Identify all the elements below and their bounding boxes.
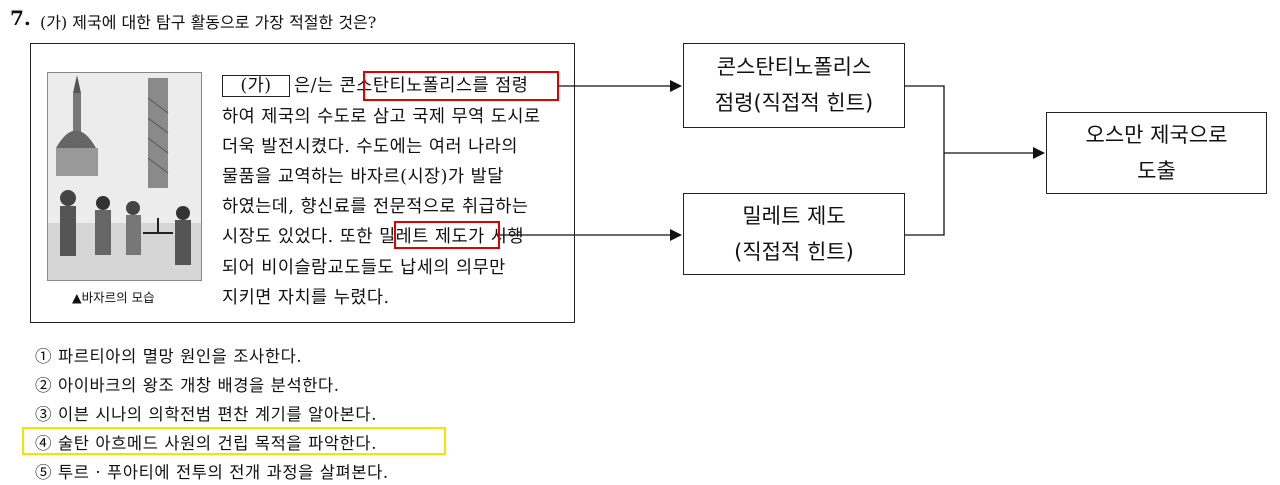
- hint-box-millet: 밀레트 제도 (직접적 힌트): [683, 193, 905, 275]
- choice-4[interactable]: ④ 술탄 아흐메드 사원의 건립 목적을 파악한다.: [35, 434, 378, 453]
- passage-highlight-millet: 밀레트 제도: [379, 227, 469, 247]
- passage-line-2: 하여 제국의 수도로 삼고 국제 무역 도시로: [222, 107, 541, 127]
- passage-text: 가 시행: [468, 227, 524, 247]
- passage-text: 시장도 있었다. 또한: [222, 227, 380, 247]
- passage-line-5: 하였는데, 향신료를 전문적으로 취급하는: [222, 197, 529, 217]
- hint-box-constantinople: 콘스탄티노폴리스 점령(직접적 힌트): [683, 43, 905, 128]
- blank-ga: (가): [222, 75, 290, 97]
- conclusion-text: 도출: [1137, 159, 1176, 183]
- choice-3[interactable]: ③ 이븐 시나의 의학전범 편찬 계기를 알아본다.: [35, 405, 378, 424]
- passage-line-1: (가)은/는 콘스탄티노폴리스를 점령: [222, 72, 528, 97]
- passage-line-6: 시장도 있었다. 또한 밀레트 제도가 시행: [222, 223, 524, 248]
- hint-text: (직접적 힌트): [734, 240, 854, 264]
- passage-highlight-constantinople: 콘스탄티노폴리스를 점령: [339, 76, 529, 96]
- passage-line-3: 더욱 발전시켰다. 수도에는 여러 나라의: [222, 137, 518, 157]
- question-text: (가) 제국에 대한 탐구 활동으로 가장 적절한 것은?: [40, 13, 377, 32]
- question-number: 7.: [10, 6, 31, 30]
- figure-caption: ▲바자르의 모습: [72, 290, 155, 305]
- passage-line-8: 지키면 자치를 누렸다.: [222, 288, 390, 308]
- hint-text: 콘스탄티노폴리스: [716, 55, 872, 79]
- choice-5[interactable]: ⑤ 투르 · 푸아티에 전투의 전개 과정을 살펴본다.: [35, 463, 389, 482]
- conclusion-text: 오스만 제국으로: [1085, 123, 1228, 147]
- choice-2[interactable]: ② 아이바크의 왕조 개창 배경을 분석한다.: [35, 376, 340, 395]
- red-highlight-millet: [394, 221, 500, 249]
- conclusion-box: 오스만 제국으로 도출: [1046, 112, 1267, 194]
- passage-line-7: 되어 비이슬람교도들도 납세의 의무만: [222, 258, 506, 278]
- passage-text: 은/는: [294, 76, 340, 96]
- hint-text: 점령(직접적 힌트): [714, 91, 874, 115]
- choice-1[interactable]: ① 파르티아의 멸망 원인을 조사한다.: [35, 347, 303, 366]
- passage-box: [30, 43, 575, 323]
- red-highlight-constantinople: [363, 71, 559, 101]
- bracket-connector: [904, 85, 945, 236]
- yellow-highlight-answer: [22, 427, 446, 455]
- bazaar-illustration: [47, 72, 202, 281]
- passage-line-4: 물품을 교역하는 바자르(시장)가 발달: [222, 167, 504, 187]
- hint-text: 밀레트 제도: [742, 204, 846, 228]
